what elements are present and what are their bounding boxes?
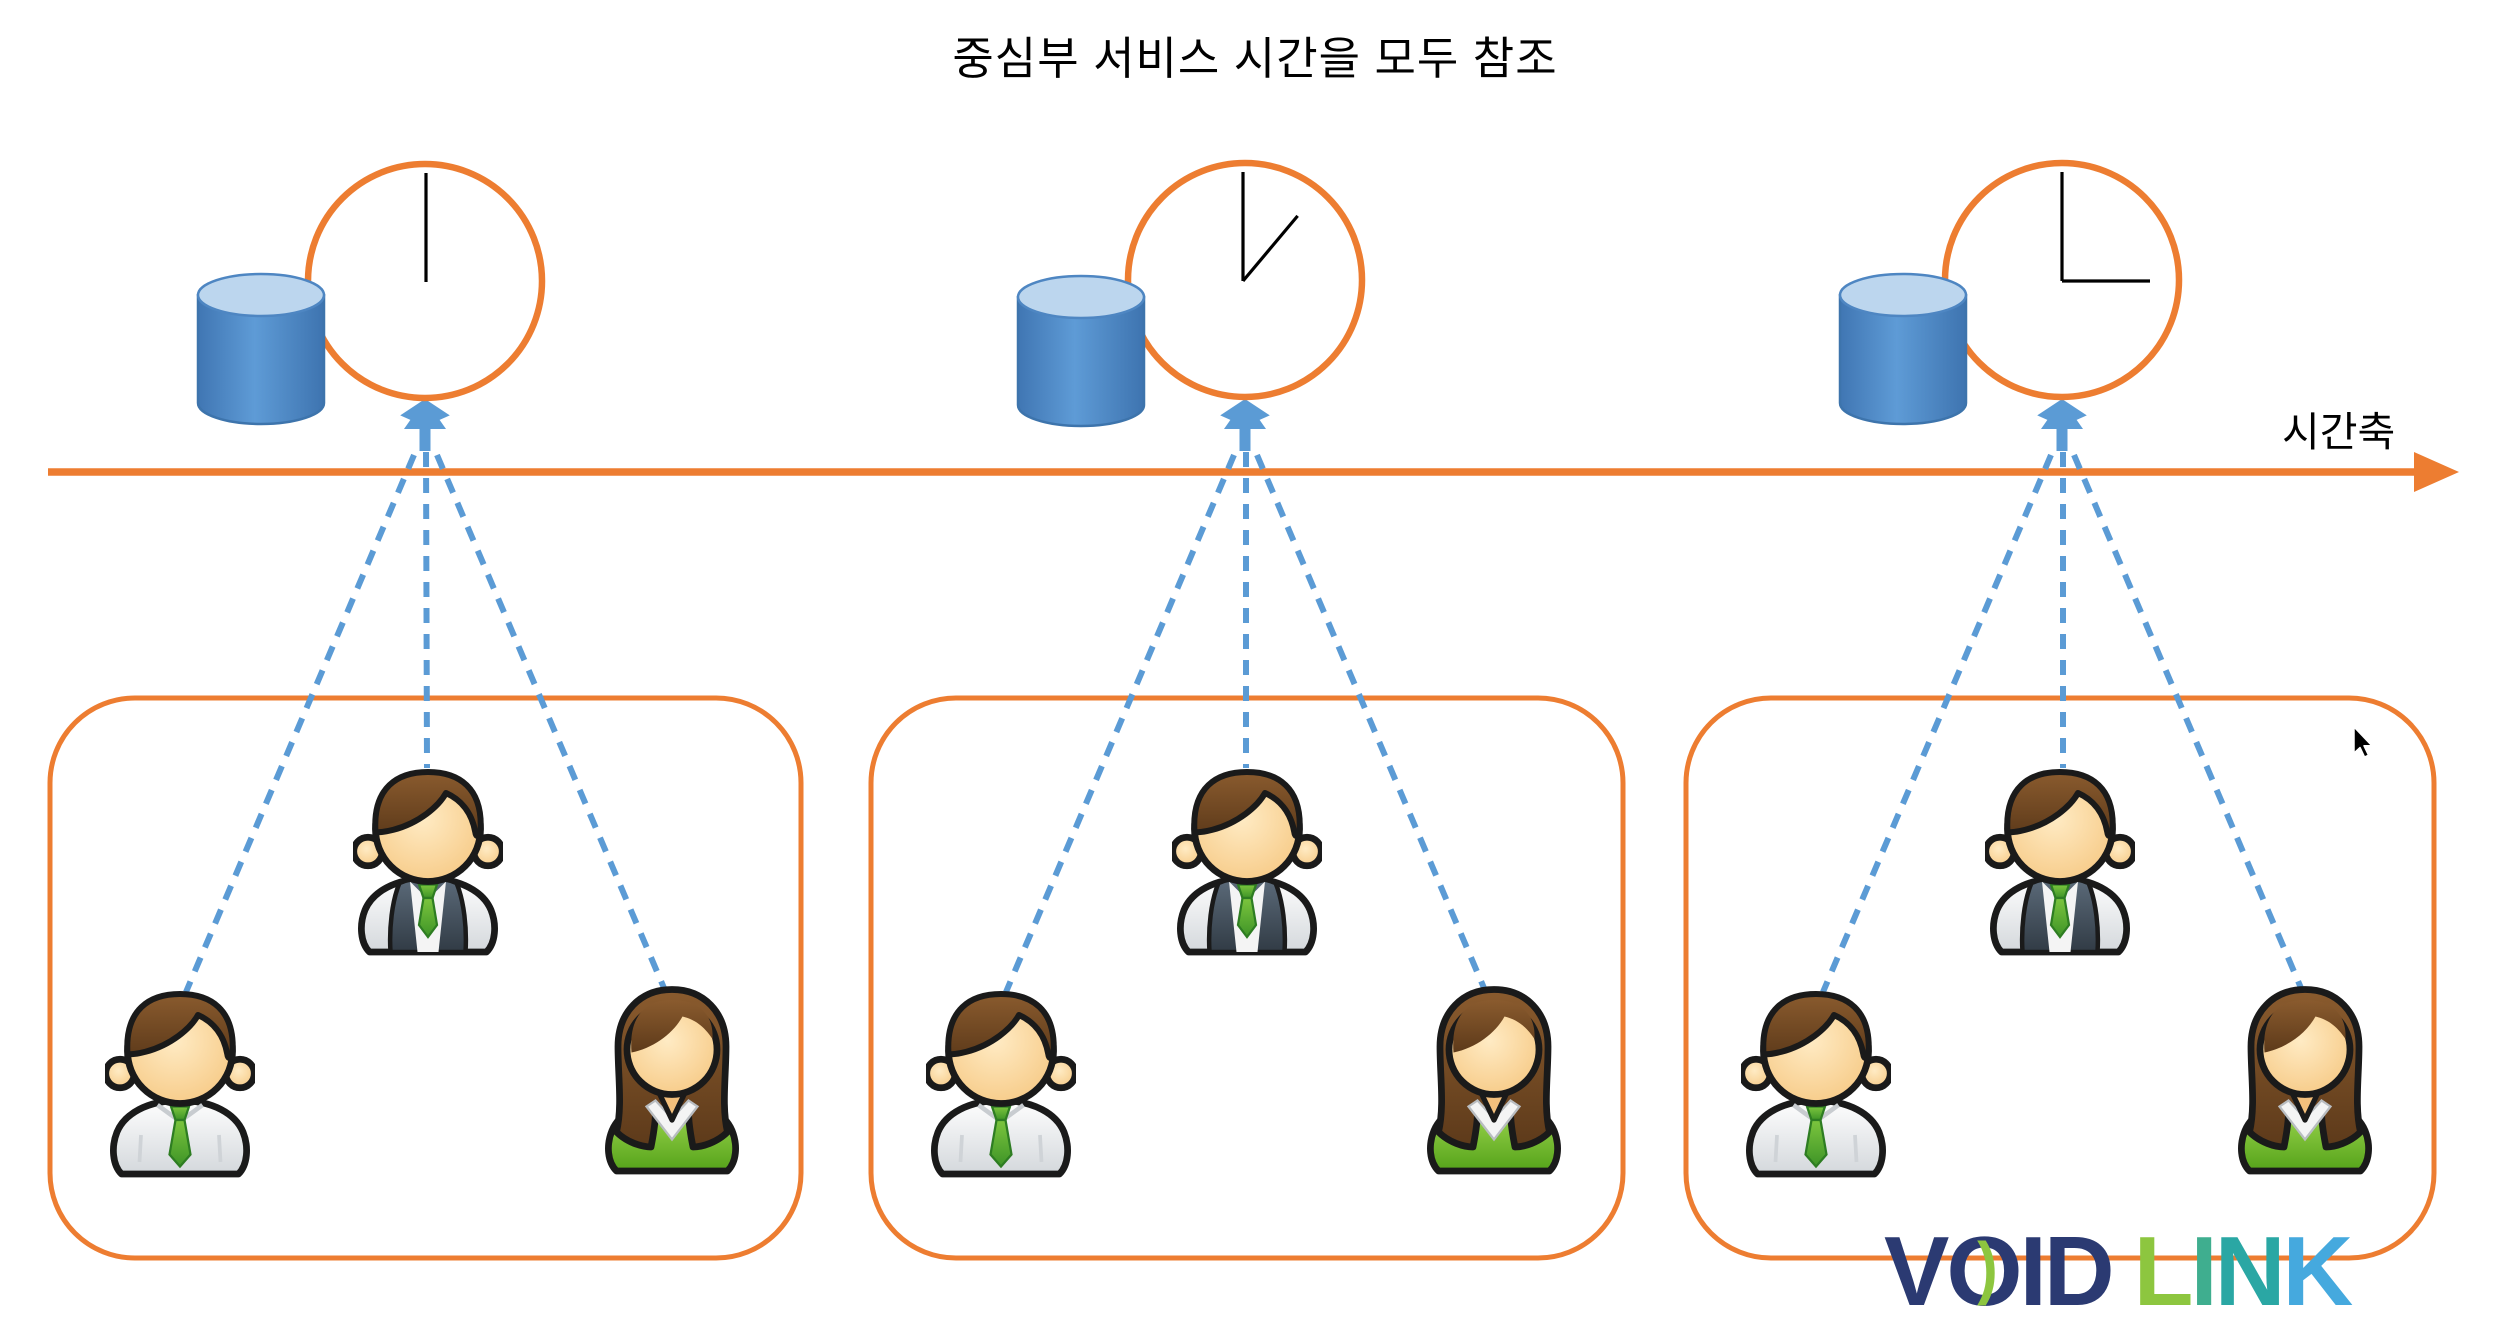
database-icon [1838, 272, 1968, 426]
clock-hands [1241, 172, 1299, 283]
database-icon [1016, 274, 1146, 428]
dashed-arrow [434, 453, 667, 990]
dashed-arrow [1254, 453, 1487, 990]
dashed-arrow [1003, 453, 1237, 994]
converge-arrowhead-icon [400, 399, 450, 451]
logo-letter-o: O) [1946, 1216, 2022, 1326]
logo-letter: I [2019, 1216, 2047, 1326]
person-female-icon [1430, 990, 1557, 1172]
converge-arrowhead-icon [2037, 399, 2087, 451]
timeline-arrow [48, 452, 2459, 492]
diagram-title: 중심부 서비스 시간을 모두 참조 [952, 33, 1558, 84]
timeline-arrowhead-icon [2414, 452, 2459, 492]
logo-letter: I [2190, 1216, 2218, 1326]
clock-hands [2060, 172, 2150, 283]
person-tie-icon [927, 994, 1076, 1174]
mouse-cursor-icon [2353, 726, 2373, 758]
logo-letter: D [2043, 1216, 2115, 1326]
person-vest-icon [1173, 772, 1322, 952]
logo-letter: N [2214, 1216, 2286, 1326]
person-vest-icon [1986, 772, 2135, 952]
logo-crescent-icon: ) [1977, 1229, 1998, 1307]
person-tie-icon [106, 994, 255, 1174]
dashed-arrow [183, 453, 417, 994]
reference-dashed-lines [183, 451, 2304, 994]
person-female-icon [2241, 990, 2368, 1172]
dashed-arrow [1820, 453, 2054, 994]
person-tie-icon [1742, 994, 1891, 1174]
converge-arrowhead-icon [1220, 399, 1270, 451]
logo-letter: L [2133, 1216, 2194, 1326]
logo-letter: K [2282, 1216, 2354, 1326]
person-female-icon [608, 990, 735, 1172]
dashed-arrow [423, 451, 430, 769]
person-vest-icon [354, 772, 503, 952]
dashed-arrow [2071, 453, 2304, 990]
logo-letter: V [1884, 1216, 1949, 1326]
time-axis-label: 시간축 [2282, 409, 2396, 455]
database-icon [196, 272, 326, 426]
